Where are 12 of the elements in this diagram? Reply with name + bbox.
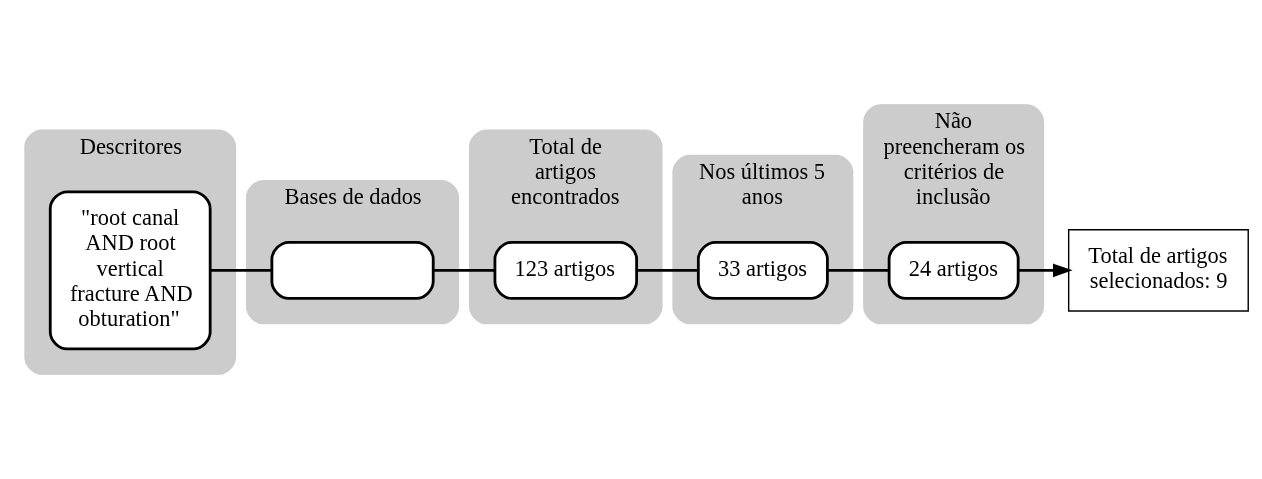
arrow: [1018, 263, 1073, 278]
node-box: Total de artigos selecionados: 9: [1067, 229, 1249, 312]
connector: [827, 268, 889, 272]
node-box: 33 artigos: [696, 240, 829, 300]
node-box: 24 artigos: [887, 240, 1020, 300]
cluster: Bases de dados: [245, 179, 460, 325]
node-box: 123 artigos: [493, 240, 638, 300]
node-box: "root canal AND root vertical fracture AND obturation": [48, 190, 212, 351]
connector: [433, 268, 495, 272]
node-box: [270, 240, 435, 300]
connector: [636, 268, 699, 272]
connector: [210, 268, 272, 272]
